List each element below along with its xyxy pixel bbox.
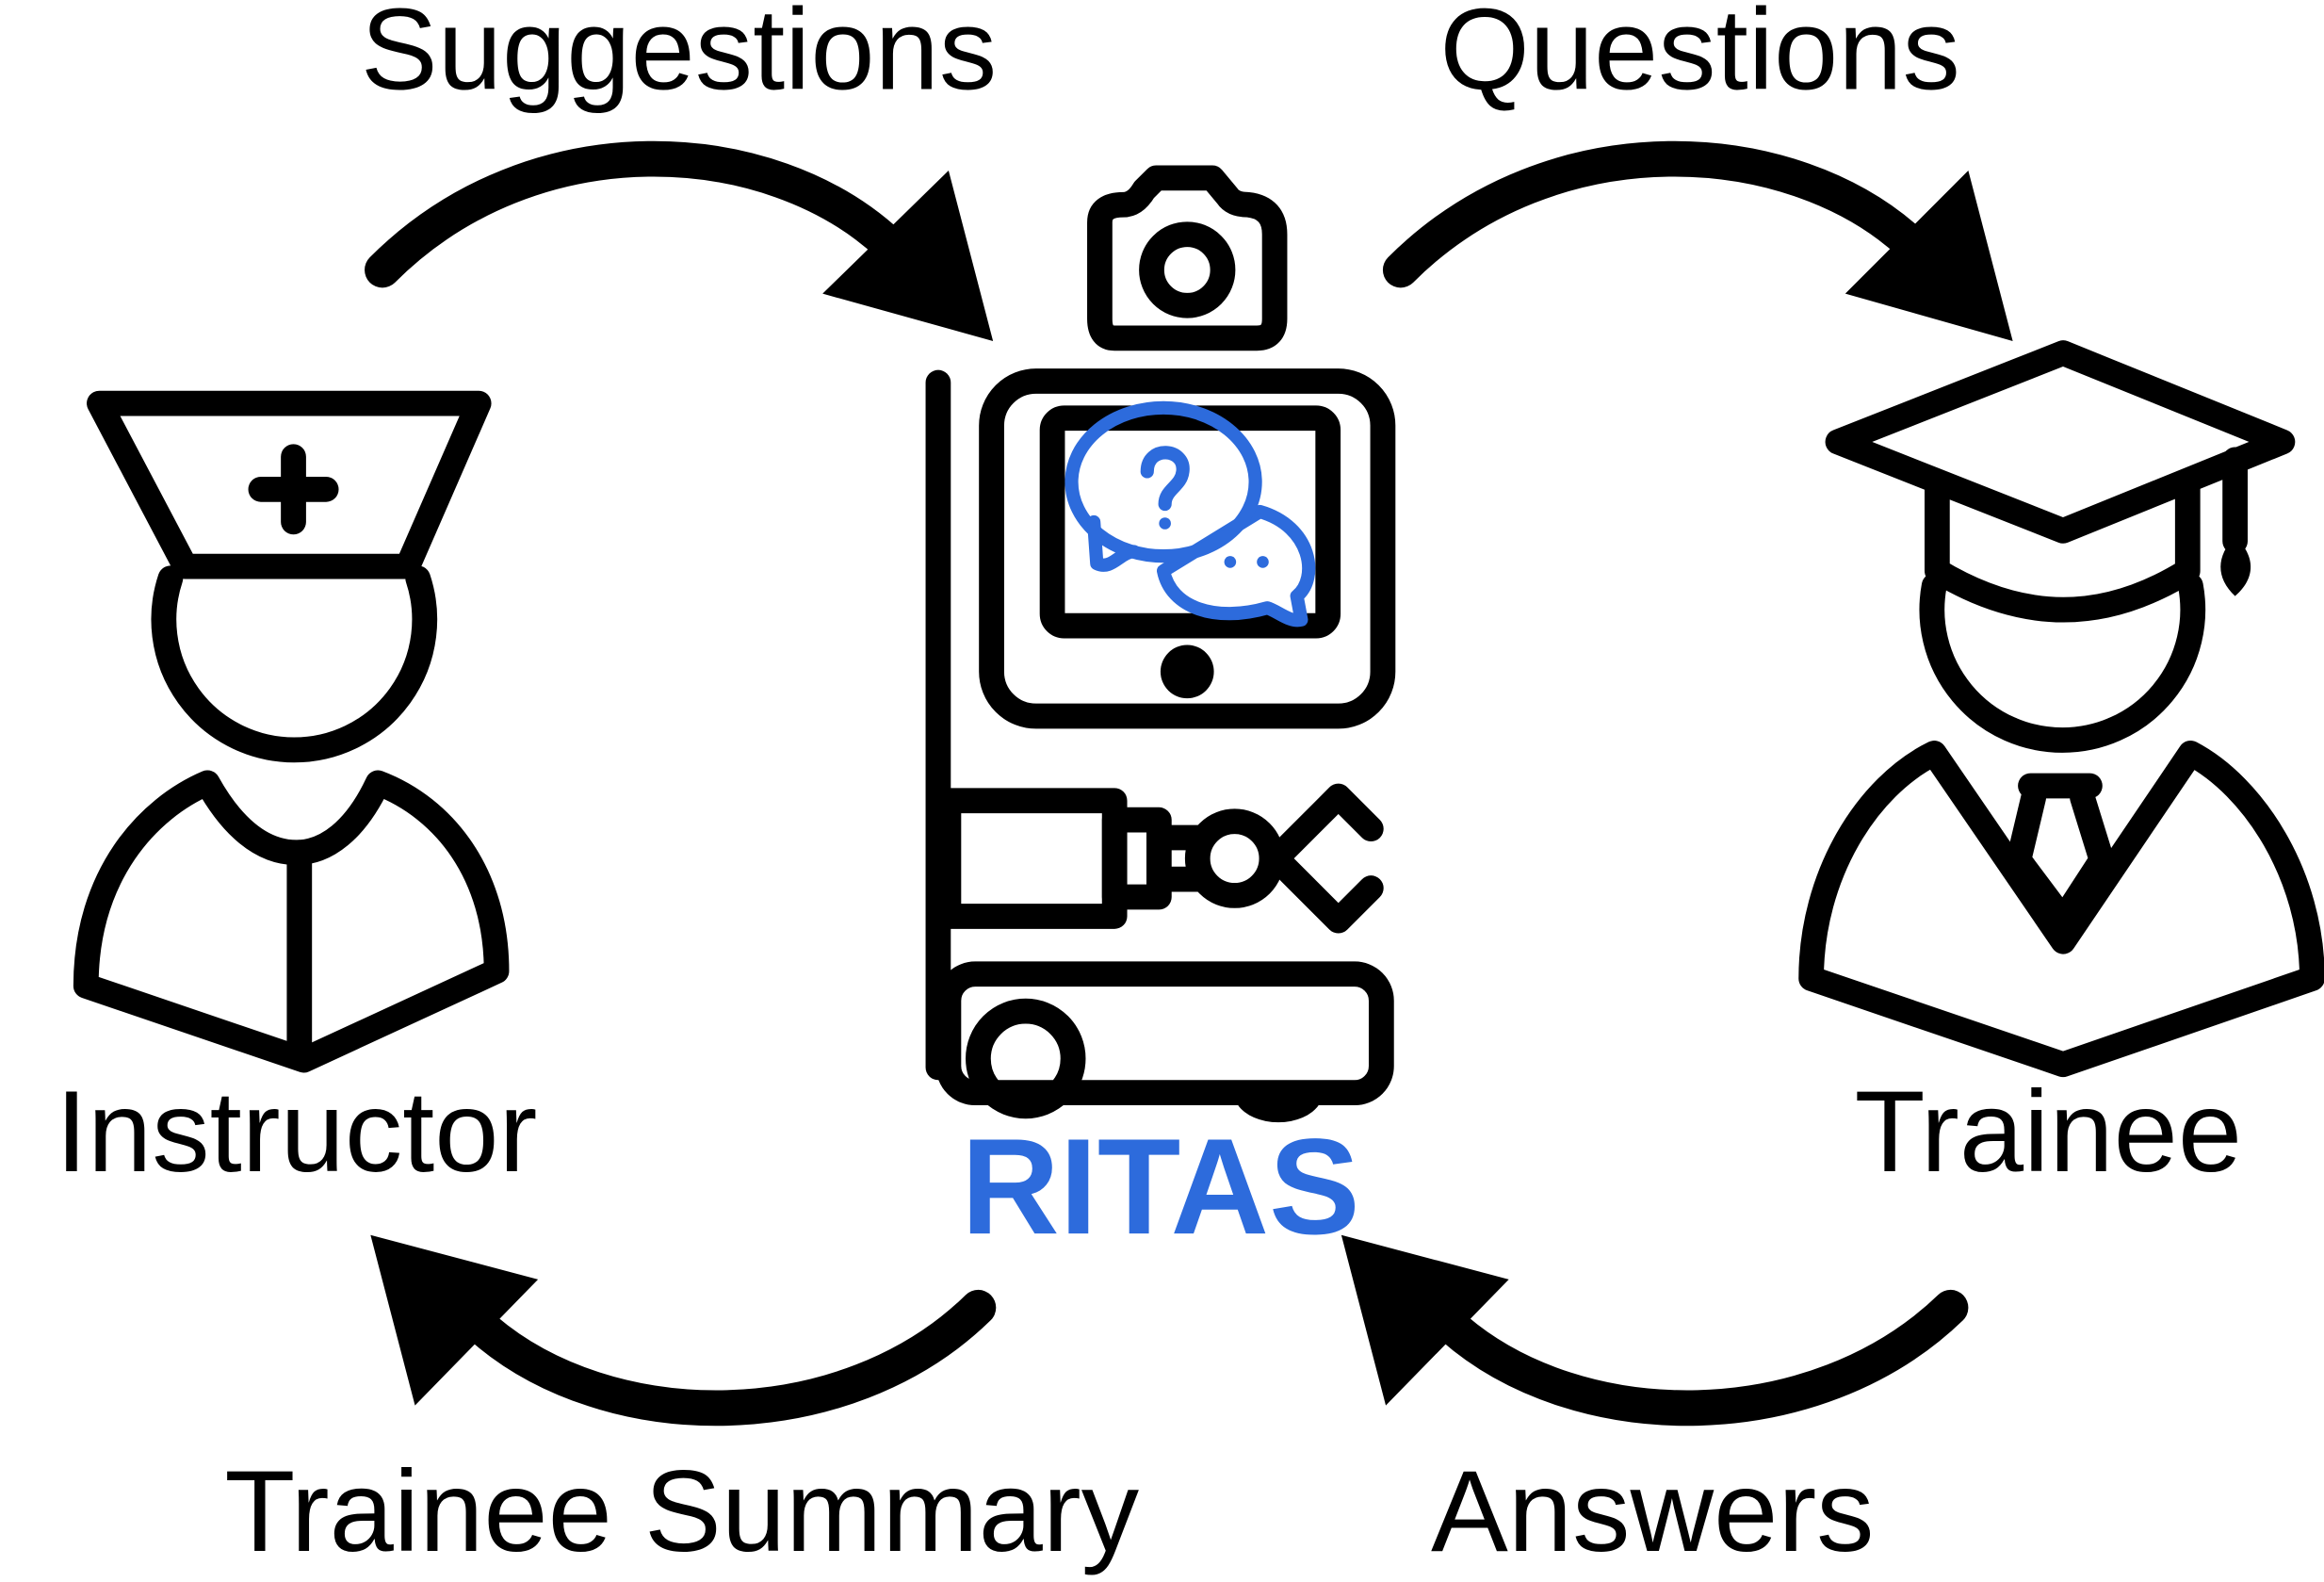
- graduate-trainee-icon: [1798, 340, 2324, 1078]
- arrow-answers: [1341, 1234, 1969, 1427]
- label-ritas: RITAS: [961, 1110, 1359, 1263]
- speech-bubbles-icon: [1064, 400, 1316, 628]
- label-questions: Questions: [1439, 0, 1960, 115]
- label-instructor: Instructor: [56, 1068, 538, 1197]
- robot-tablet-icon: [925, 165, 1396, 1123]
- arrow-questions: [1382, 140, 2013, 341]
- nurse-instructor-icon: [73, 390, 510, 1073]
- label-trainee-summary: Trainee Summary: [224, 1447, 1139, 1576]
- camera-icon: [1087, 165, 1288, 351]
- arrow-trainee-summary: [370, 1234, 997, 1427]
- label-trainee: Trainee: [1855, 1068, 2243, 1197]
- label-answers: Answers: [1431, 1447, 1875, 1576]
- arrow-suggestions: [365, 140, 994, 341]
- label-suggestions: Suggestions: [361, 0, 997, 115]
